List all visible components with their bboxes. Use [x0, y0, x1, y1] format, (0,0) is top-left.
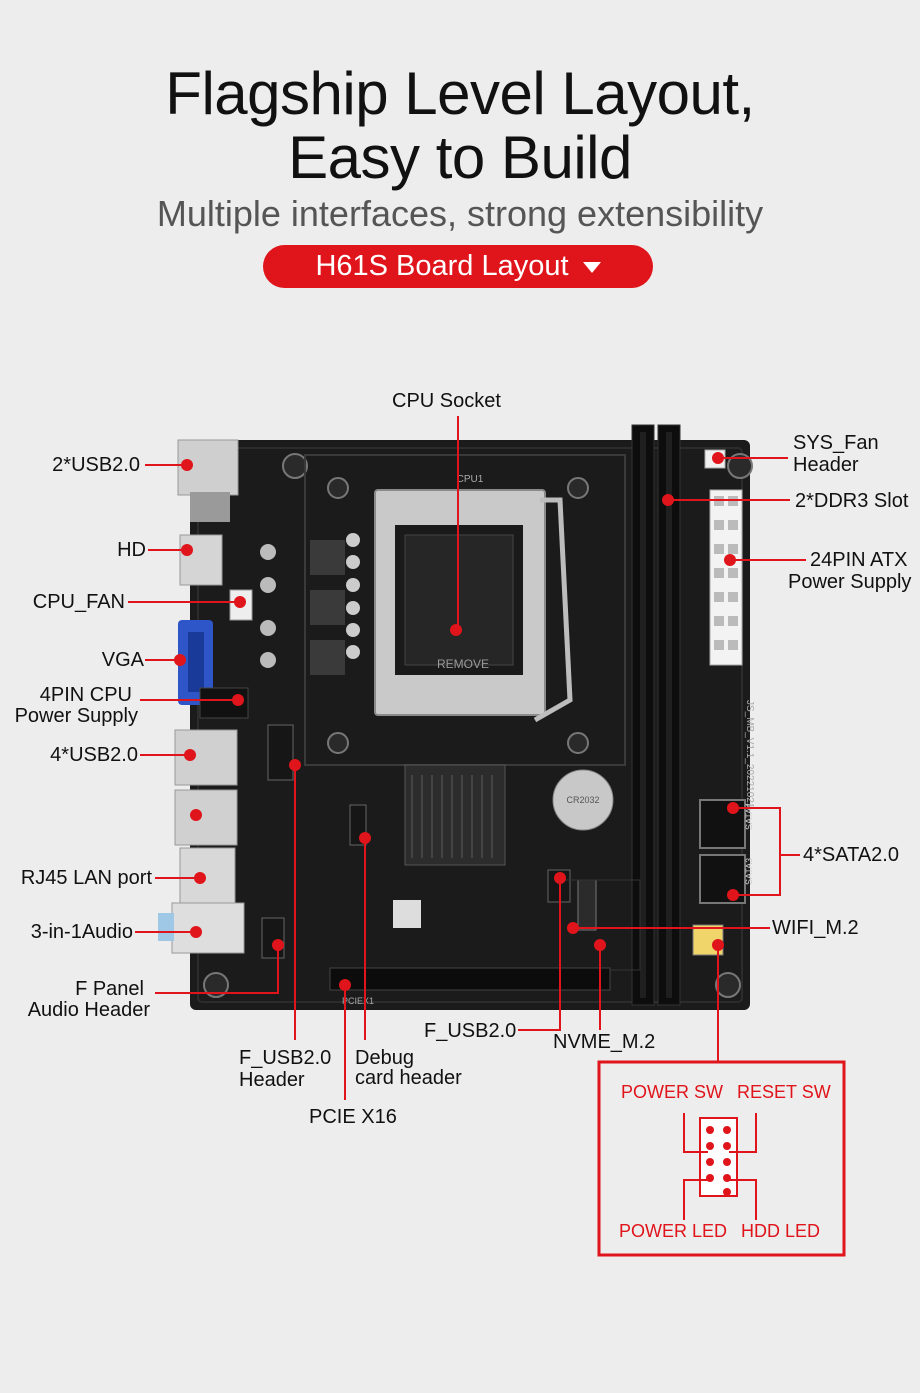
label-sys-fan-2: Header: [793, 454, 859, 476]
pcie-silkscreen: PCIEX1: [342, 996, 374, 1006]
rear-io: [158, 439, 253, 954]
panel-inset-pins: [683, 1113, 757, 1220]
battery-silkscreen: CR2032: [566, 795, 599, 805]
label-atx-1: 24PIN ATX: [810, 549, 908, 571]
label-hd: HD: [117, 539, 146, 561]
usb-port-4a: [174, 729, 238, 786]
cpu-silkscreen: CPU1: [457, 474, 484, 485]
label-rj45: RJ45 LAN port: [20, 867, 152, 889]
f-usb-header-left: [267, 724, 294, 781]
board-layout-badge: H61S Board Layout: [263, 245, 653, 288]
usb-port-4b: [174, 789, 238, 846]
label-reset-sw: RESET SW: [737, 1082, 831, 1102]
label-atx-2: Power Supply: [788, 571, 912, 593]
label-cpu-power-1: 4PIN CPU: [39, 684, 132, 706]
rj45-port: [179, 847, 236, 904]
f-audio-header: [261, 917, 285, 959]
vrm: [260, 533, 360, 675]
label-fusb-right: F_USB2.0: [424, 1020, 517, 1042]
ddr3-slots: [631, 424, 681, 1006]
mounting-holes: [203, 453, 753, 998]
board-pcb: [190, 440, 750, 1010]
hd-port: [179, 534, 223, 586]
label-sys-fan-1: SYS_Fan: [793, 432, 879, 454]
label-cpu-fan: CPU_FAN: [32, 591, 125, 613]
label-hdd-led: HDD LED: [741, 1221, 821, 1241]
cmos-battery: [552, 769, 614, 831]
label-nvme: NVME_M.2: [553, 1031, 656, 1053]
label-cpu-power-2: Power Supply: [14, 705, 138, 727]
label-power-sw: POWER SW: [621, 1082, 723, 1102]
caret-down-icon: [582, 261, 601, 273]
subtitle: Multiple interfaces, strong extensibilit…: [156, 193, 764, 234]
wifi-m2-slot: [577, 879, 597, 931]
callout-lines: [128, 416, 806, 1100]
title-line-1: Flagship Level Layout,: [165, 60, 755, 127]
label-power-led: POWER LED: [619, 1221, 728, 1241]
panel-inset-box: [597, 1060, 846, 1257]
remove-mark: REMOVE: [437, 657, 489, 671]
chipset-heatsink: [404, 764, 506, 866]
label-vga: VGA: [101, 649, 144, 671]
label-fusb-header-2: Header: [239, 1069, 305, 1091]
label-audio: 3-in-1Audio: [30, 921, 133, 943]
model-silkscreen: JS_MB_V1.1_20221021: [744, 700, 755, 809]
label-pcie: PCIE X16: [309, 1106, 397, 1128]
label-debug-1: Debug: [355, 1047, 414, 1069]
label-wifi: WIFI_M.2: [772, 917, 859, 939]
pcie-x16-slot: [329, 967, 611, 991]
qr-code: [393, 900, 421, 928]
label-debug-2: card header: [355, 1067, 462, 1089]
label-cpu-socket: CPU Socket: [392, 390, 501, 412]
label-fpanel-1: F Panel: [75, 978, 144, 1000]
label-fusb-header-1: F_USB2.0: [239, 1047, 332, 1069]
sata3-silkscreen: SATA3: [744, 858, 754, 885]
callout-dots: [174, 452, 739, 991]
label-usb-4: 4*USB2.0: [50, 744, 138, 766]
audio-port: [171, 902, 245, 954]
title-line-2: Easy to Build: [288, 124, 632, 191]
label-ddr3: 2*DDR3 Slot: [795, 490, 909, 512]
panel-inset-pin-dots: [706, 1126, 731, 1196]
label-sata: 4*SATA2.0: [803, 844, 899, 866]
label-fpanel-2: Audio Header: [27, 999, 150, 1021]
badge-label: H61S Board Layout: [315, 250, 569, 282]
sata4-silkscreen: SATA4: [744, 803, 754, 830]
label-usb-top: 2*USB2.0: [52, 454, 140, 476]
